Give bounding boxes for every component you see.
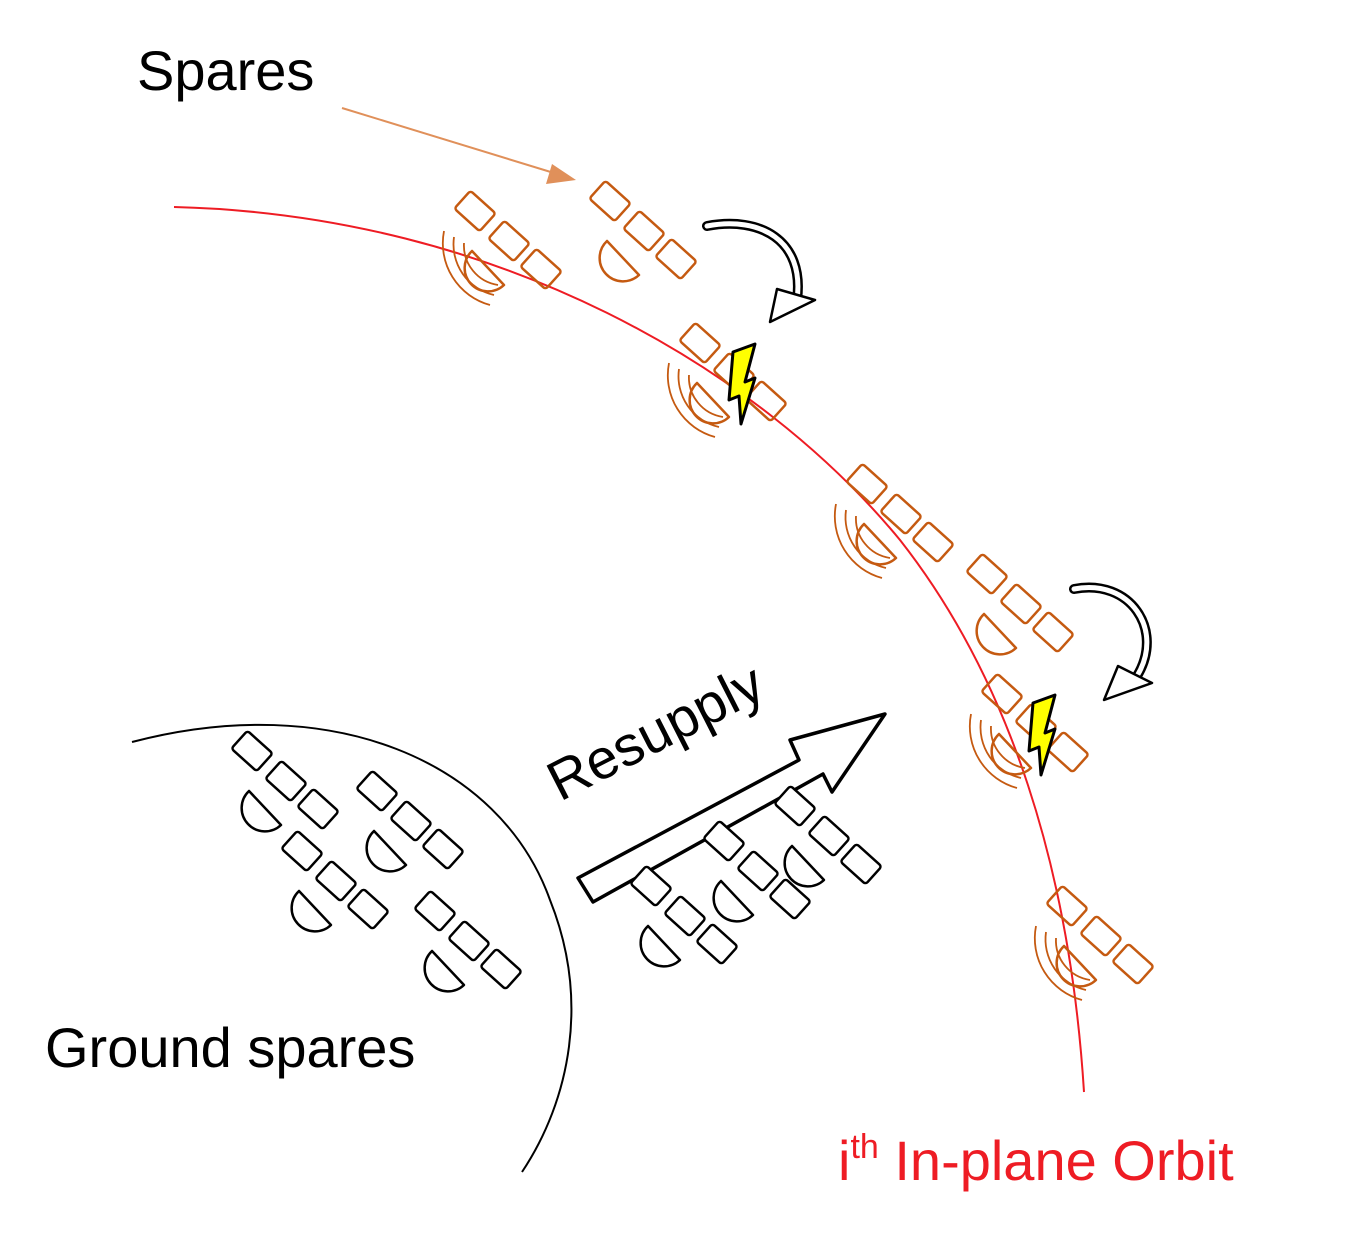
curved-arrow-icon <box>1069 582 1154 702</box>
curved-arrow-icon <box>702 218 817 324</box>
lightning-bolt-icon <box>727 342 757 426</box>
spares-label: Spares <box>137 39 314 102</box>
orbit-label-superscript: th <box>850 1128 878 1166</box>
orbit-line <box>173 206 1085 1093</box>
satellite-icon <box>441 189 563 306</box>
satellite-icon <box>965 552 1075 656</box>
spares-arrow <box>341 107 576 184</box>
satellite-icon <box>833 462 955 579</box>
orbit-label-prefix: i <box>838 1129 850 1192</box>
satellite-icon <box>1033 884 1155 1001</box>
lightning-bolt-icon <box>1027 693 1057 777</box>
satellite-icon <box>413 889 523 993</box>
ground-spares-label: Ground spares <box>45 1016 415 1079</box>
orbit-label: ith In-plane Orbit <box>838 1128 1234 1192</box>
ground-arc <box>131 723 573 1173</box>
satellite-icon <box>666 321 788 438</box>
satellite-icon <box>773 784 883 888</box>
satellite-icon <box>588 179 698 283</box>
resupply-label: Resupply <box>537 651 774 813</box>
satellite-icon <box>230 729 340 833</box>
orbit-label-text: In-plane Orbit <box>879 1129 1234 1192</box>
satellite-icon <box>355 769 465 873</box>
